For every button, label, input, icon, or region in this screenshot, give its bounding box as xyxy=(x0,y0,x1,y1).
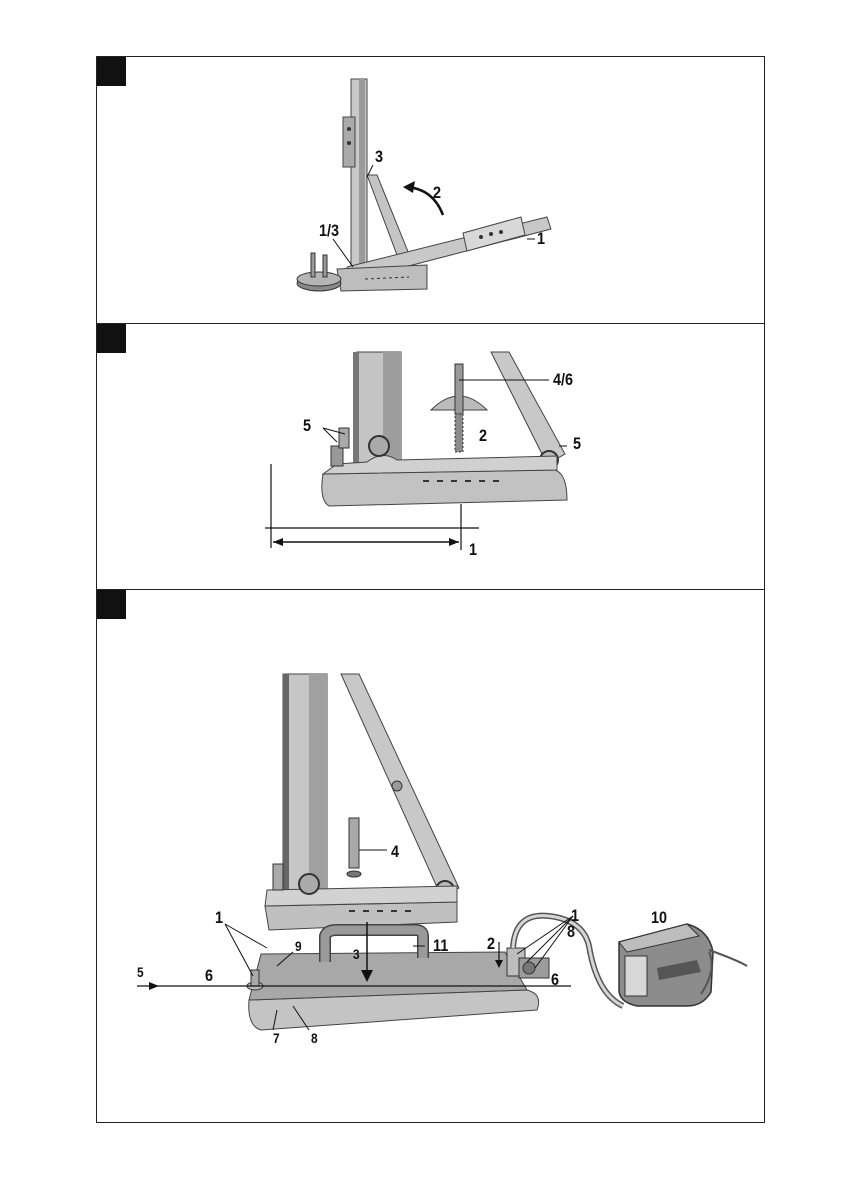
callout-3: 3 xyxy=(375,147,383,167)
callout-10: 10 xyxy=(651,908,667,928)
callout-2: 2 xyxy=(487,934,495,954)
callout-1-3: 1/3 xyxy=(319,221,339,241)
callout-2: 2 xyxy=(433,183,441,203)
vacuum-base-plate-illustration xyxy=(97,590,764,1122)
callout-3: 3 xyxy=(353,946,360,962)
callout-1: 1 xyxy=(469,540,477,560)
callout-1-left: 1 xyxy=(215,908,223,928)
callout-9: 9 xyxy=(295,938,302,954)
callout-11: 11 xyxy=(433,936,448,956)
callout-6-right: 6 xyxy=(551,970,559,990)
callout-5: 5 xyxy=(137,964,144,980)
callout-1: 1 xyxy=(537,229,545,249)
callout-4-6: 4/6 xyxy=(553,370,573,390)
callout-8-bottom: 8 xyxy=(311,1030,318,1046)
callout-7: 7 xyxy=(273,1030,280,1046)
callout-6-left: 6 xyxy=(205,966,213,986)
callout-8-right: 8 xyxy=(567,922,575,942)
figure-panel-1: 3 2 1/3 1 xyxy=(96,56,765,324)
callout-4: 4 xyxy=(391,842,399,862)
figure-panel-3: 4 1 9 3 11 2 1 8 10 5 6 6 7 8 xyxy=(96,589,765,1123)
callout-2: 2 xyxy=(479,426,487,446)
drill-stand-base-illustration xyxy=(97,324,764,589)
callout-5-left: 5 xyxy=(303,416,311,436)
callout-5-right: 5 xyxy=(573,434,581,454)
drill-stand-folding-illustration xyxy=(97,57,764,323)
figure-panel-2: 4/6 5 2 5 1 xyxy=(96,323,765,590)
